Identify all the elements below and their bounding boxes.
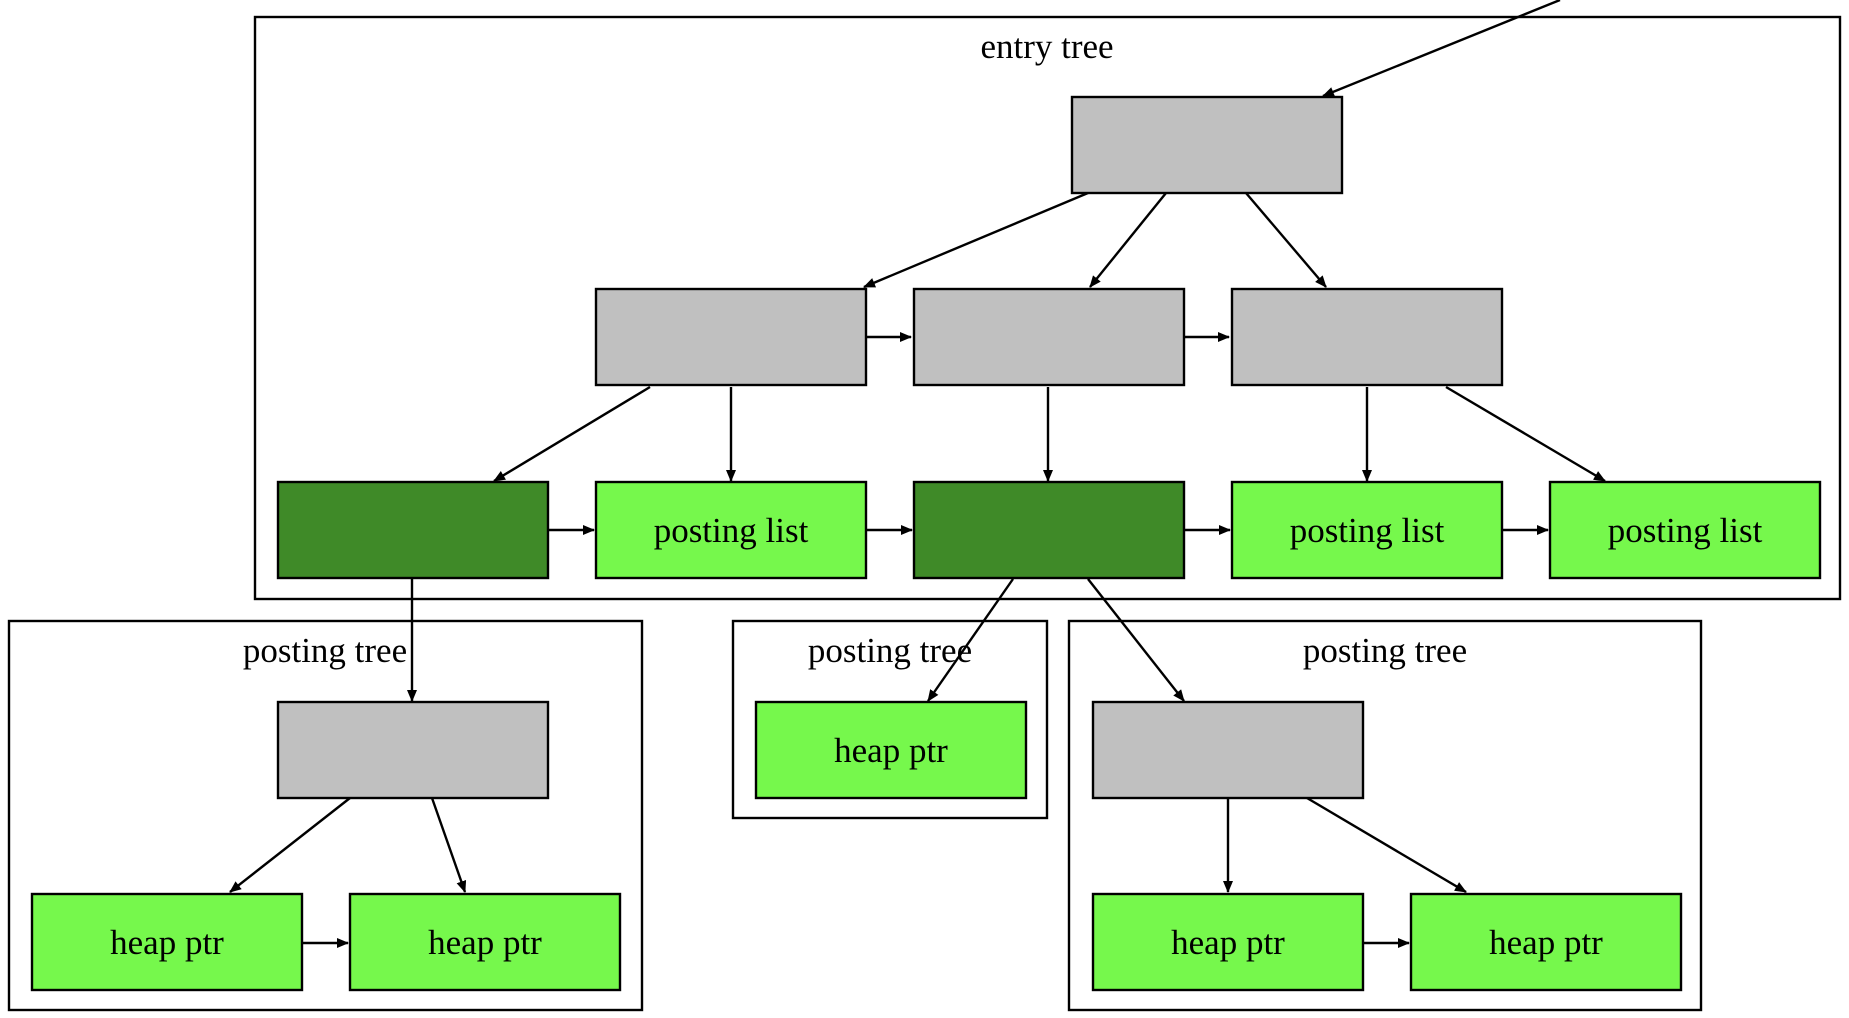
edge-external-to-entry-root xyxy=(1322,0,1561,98)
posting-tree-middle-leaf: heap ptr xyxy=(754,700,1028,800)
posting-tree-left-label: posting tree xyxy=(243,631,407,670)
edge-leaf-3-to-posting-tree-middle-leaf xyxy=(927,578,1014,702)
entry-root-node xyxy=(1070,95,1344,195)
edge-entry-root-to-inner-1 xyxy=(863,191,1089,289)
heap-ptr-label: heap ptr xyxy=(428,923,542,962)
posting-list-label: posting list xyxy=(654,511,809,550)
entry-inner-node-3 xyxy=(1230,287,1504,387)
entry-leaf-node-4: posting list xyxy=(1230,480,1504,580)
entry-leaf-node-3 xyxy=(912,480,1186,580)
posting-tree-right-cluster: posting tree xyxy=(1067,619,1703,1012)
posting-tree-right-leaf-2: heap ptr xyxy=(1409,892,1683,992)
edges xyxy=(229,0,1606,948)
edge-entry-root-to-inner-3 xyxy=(1245,192,1327,288)
entry-tree-cluster: entry tree xyxy=(253,15,1842,601)
entry-leaf-node-1 xyxy=(276,480,550,580)
posting-list-label: posting list xyxy=(1290,511,1445,550)
edge-pt-right-root-to-leaf-2 xyxy=(1306,796,1467,894)
posting-tree-right-leaf-1: heap ptr xyxy=(1091,892,1365,992)
heap-ptr-label: heap ptr xyxy=(1171,923,1285,962)
posting-tree-left-leaf-1: heap ptr xyxy=(30,892,304,992)
edge-pt-left-root-to-leaf-2 xyxy=(430,797,467,893)
posting-tree-left-cluster: posting tree xyxy=(7,619,644,1012)
posting-list-label: posting list xyxy=(1608,511,1763,550)
entry-leaf-node-5: posting list xyxy=(1548,480,1822,580)
edge-inner-3-to-leaf-5 xyxy=(1445,385,1606,483)
entry-inner-node-1 xyxy=(594,287,868,387)
edge-leaf-3-to-posting-tree-right-root xyxy=(1087,578,1185,702)
posting-tree-right-label: posting tree xyxy=(1303,631,1467,670)
posting-tree-left-root-node xyxy=(276,700,550,800)
edge-entry-root-to-inner-2 xyxy=(1089,192,1167,288)
posting-tree-middle-cluster: posting tree xyxy=(731,619,1049,820)
posting-tree-middle-label: posting tree xyxy=(808,631,972,670)
edge-inner-1-to-leaf-1 xyxy=(493,385,651,483)
entry-tree-label: entry tree xyxy=(980,27,1113,66)
heap-ptr-label: heap ptr xyxy=(1489,923,1603,962)
posting-tree-right-root-node xyxy=(1091,700,1365,800)
posting-tree-left-leaf-2: heap ptr xyxy=(348,892,622,992)
entry-inner-node-2 xyxy=(912,287,1186,387)
heap-ptr-label: heap ptr xyxy=(110,923,224,962)
heap-ptr-label: heap ptr xyxy=(834,731,948,770)
entry-leaf-node-2: posting list xyxy=(594,480,868,580)
edge-pt-left-root-to-leaf-1 xyxy=(229,797,351,893)
